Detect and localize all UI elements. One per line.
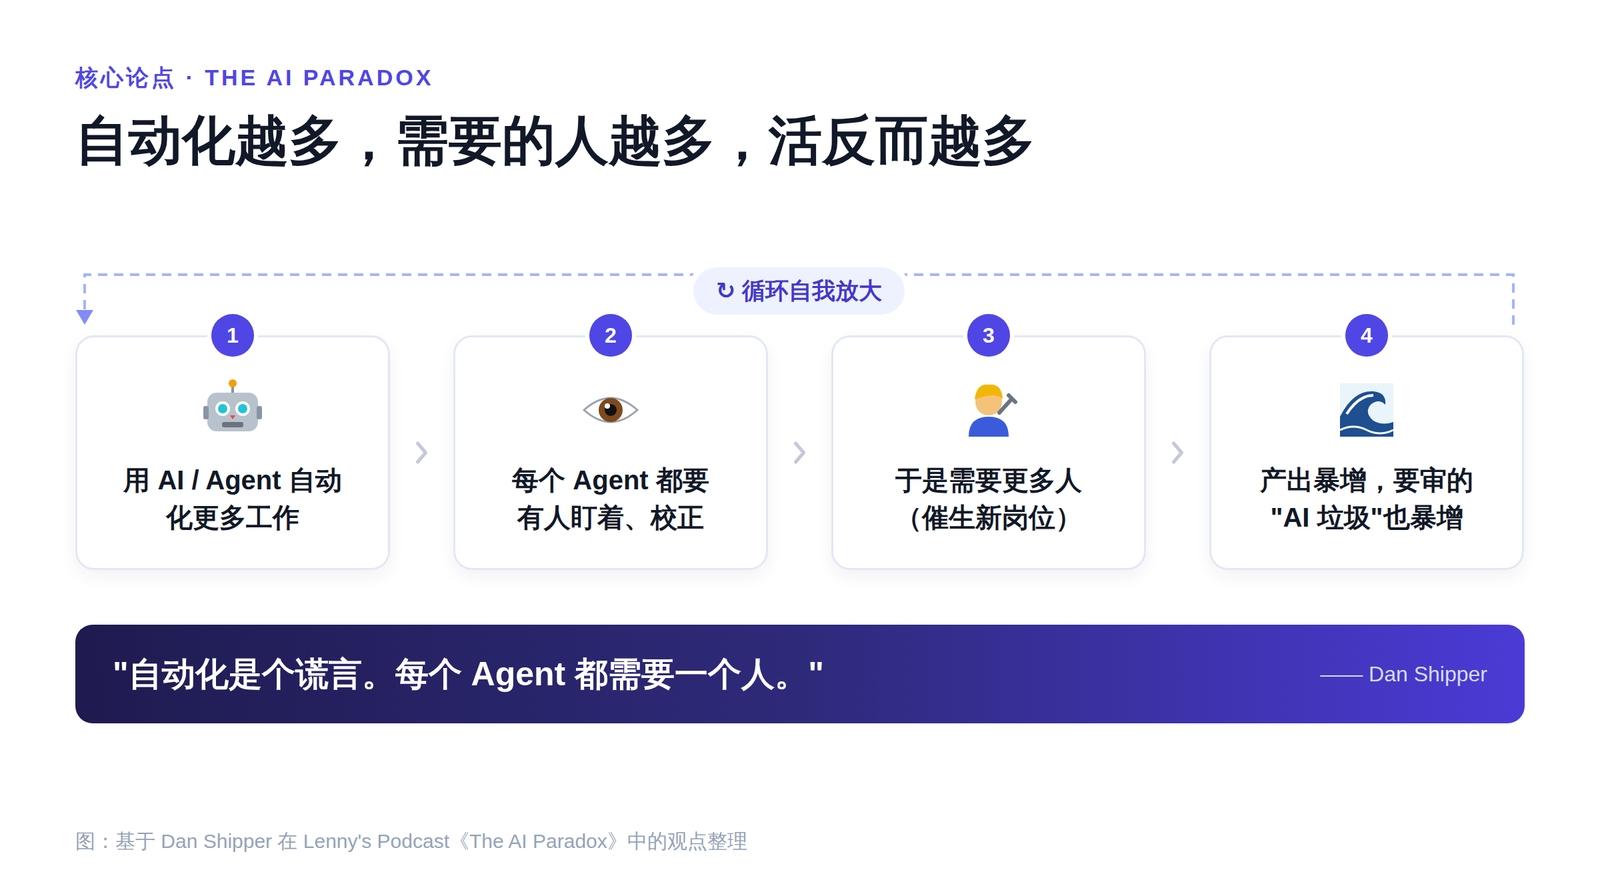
wave-icon <box>1340 383 1394 437</box>
quote-attribution: —— Dan Shipper <box>1320 662 1488 687</box>
section-label: 核心论点 · THE AI PARADOX <box>75 62 434 94</box>
arrowhead <box>76 310 94 325</box>
step-number-circle: 2 <box>589 314 632 357</box>
step-card: 每个 Agent 都要 有人盯着、校正2 <box>453 335 768 570</box>
step-text: 产出暴增，要审的 "AI 垃圾"也暴增 <box>1256 461 1477 536</box>
step-number-circle: 3 <box>967 314 1010 357</box>
callout-number: 4 <box>1360 323 1373 348</box>
connector <box>796 443 804 462</box>
step-card: 于是需要更多人 （催生新岗位）3 <box>831 335 1146 570</box>
quote-text: "自动化是个谎言。每个 Agent 都需要一个人。" <box>112 652 824 697</box>
step-card: 产出暴增，要审的 "AI 垃圾"也暴增4 <box>1209 335 1524 570</box>
step-number-circle: 4 <box>1345 314 1388 357</box>
callout-number: 3 <box>982 323 995 348</box>
step-number-circle: 1 <box>211 314 254 357</box>
connector <box>1174 443 1182 462</box>
chevron-arrow <box>418 443 426 462</box>
connector <box>418 443 426 462</box>
step-card: 用 AI / Agent 自动化更多工作1 <box>75 335 390 570</box>
robot-icon <box>203 379 262 432</box>
caption: 图：基于 Dan Shipper 在 Lenny's Podcast《The A… <box>75 828 748 856</box>
step-text: 用 AI / Agent 自动化更多工作 <box>122 461 343 536</box>
quote-banner: "自动化是个谎言。每个 Agent 都需要一个人。" —— Dan Shipper <box>75 624 1525 724</box>
title: 自动化越多，需要的人越多，活反而越多 <box>75 105 1036 178</box>
worker-icon <box>968 384 1016 437</box>
chevron-arrow <box>796 443 804 462</box>
step-text: 每个 Agent 都要 有人盯着、校正 <box>500 461 721 536</box>
step-text: 于是需要更多人 （催生新岗位） <box>878 461 1099 536</box>
callout-number: 1 <box>226 323 239 348</box>
loop-label: ↻ 循环自我放大 <box>693 267 905 315</box>
callout-number: 2 <box>604 323 617 348</box>
chevron-arrow <box>1174 443 1182 462</box>
eye-icon <box>584 398 638 422</box>
